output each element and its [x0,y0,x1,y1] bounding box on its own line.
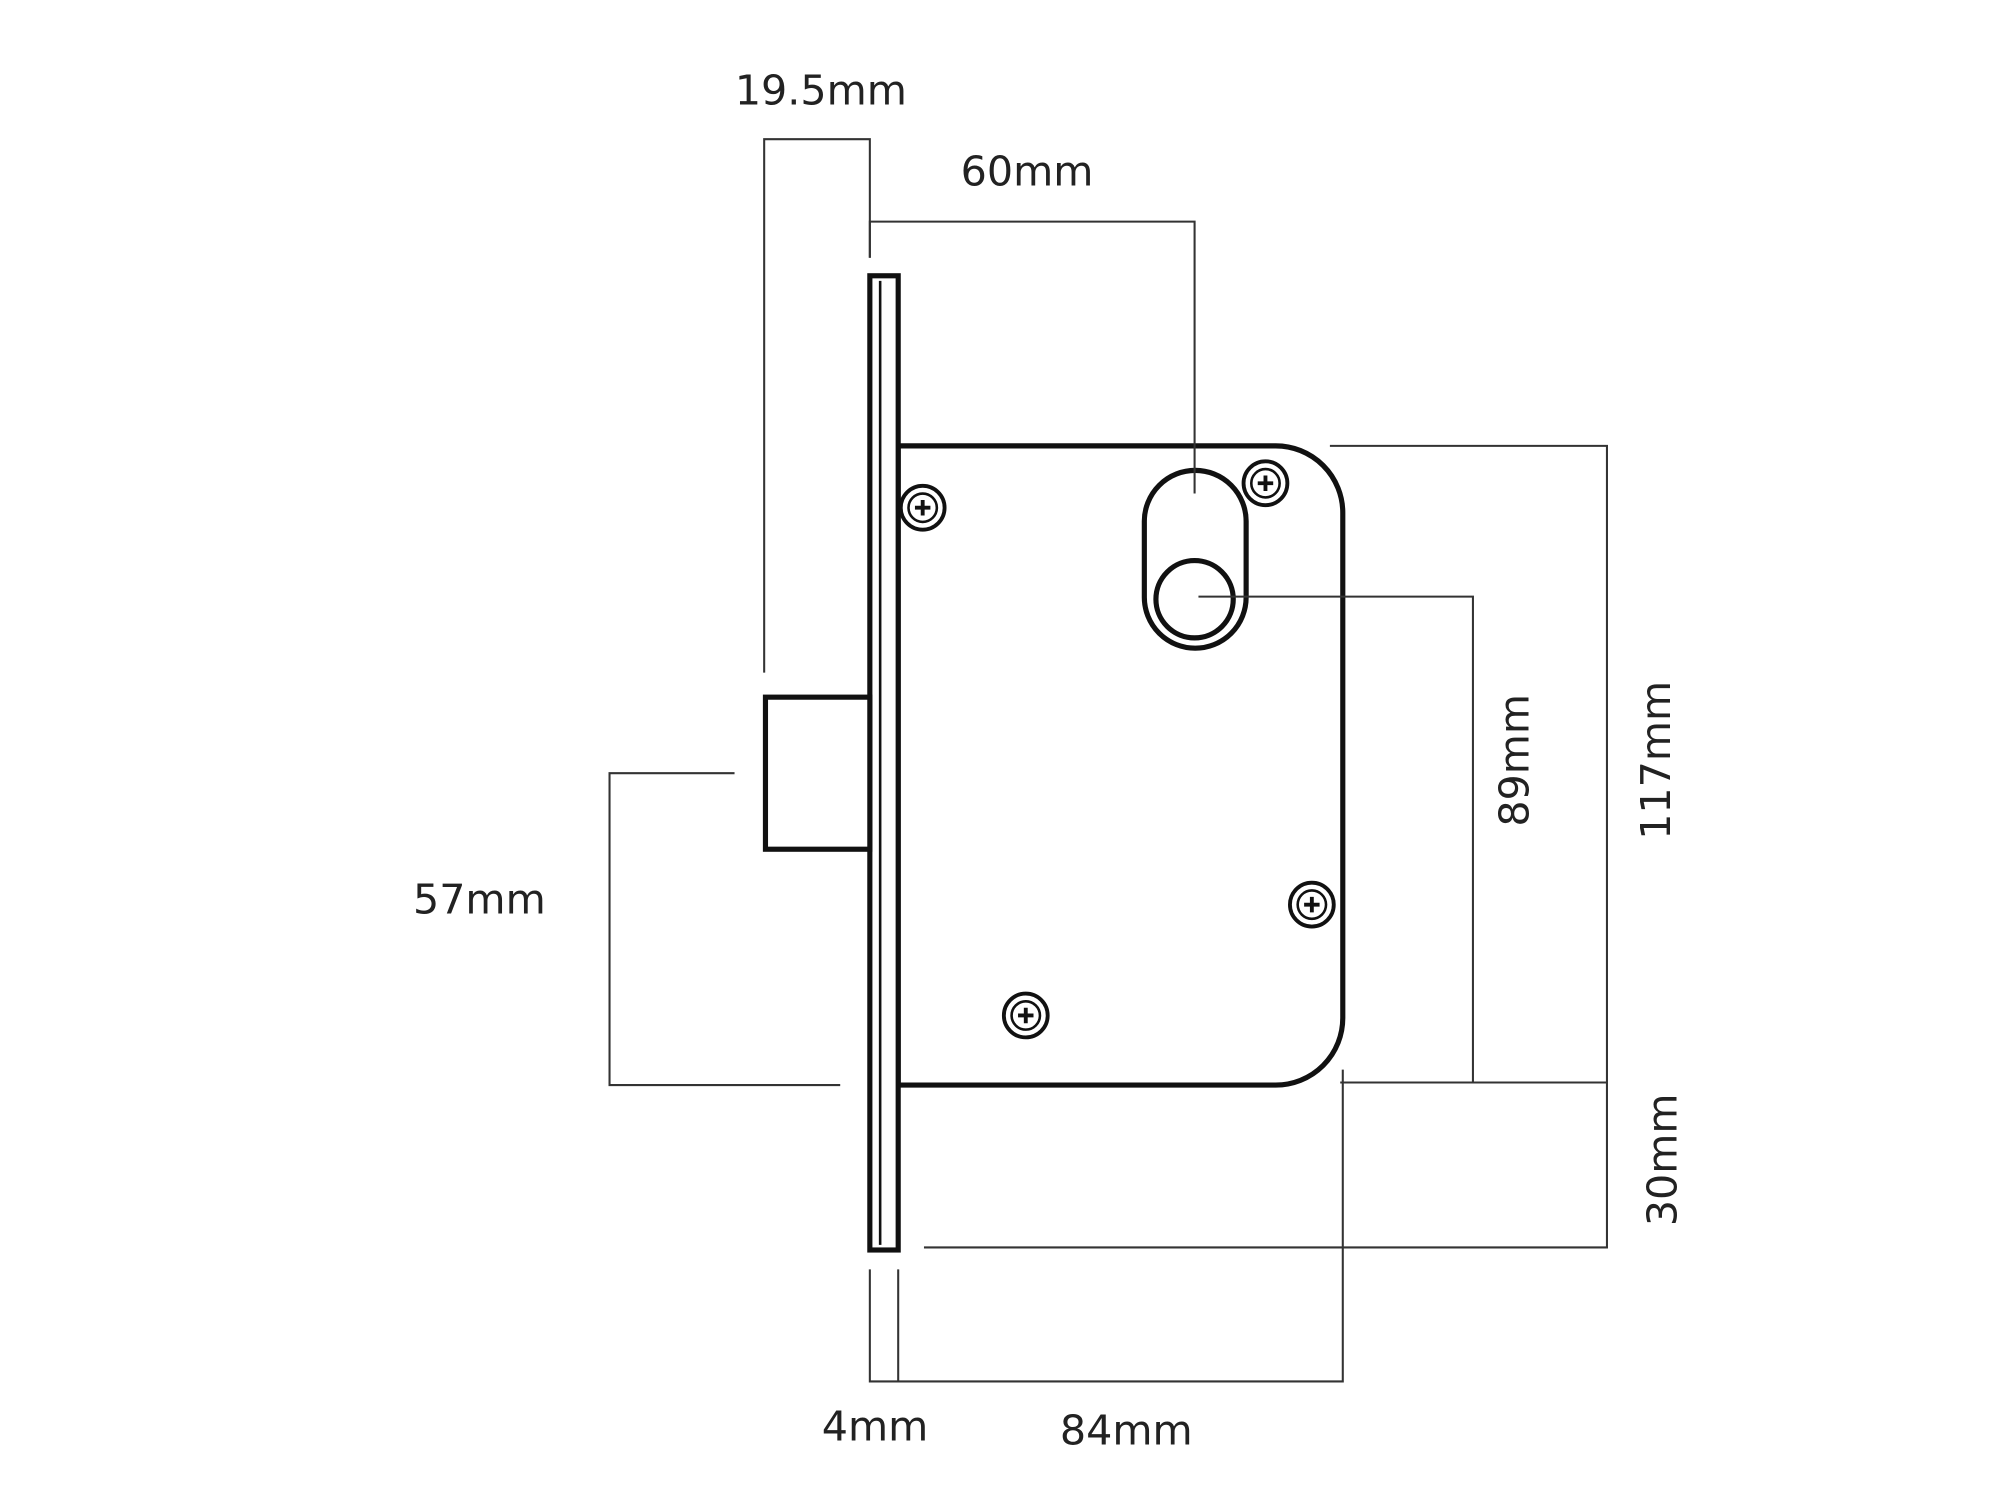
lock-body [895,443,1346,1088]
screw-icon [1288,880,1336,929]
dim-line-57 [608,772,841,1087]
label-117mm: 117mm [1632,681,1680,840]
cylinder-slot [1141,467,1249,651]
dim-line-19-5 [763,138,871,673]
dim-line-117 [923,444,1608,1249]
screws [898,459,1336,1040]
label-30mm: 30mm [1639,1093,1687,1226]
screw-icon [1241,459,1290,508]
dim-line-4-84 [868,1069,1344,1383]
label-60mm: 60mm [961,148,1094,196]
label-4mm: 4mm [822,1403,929,1451]
dim-line-60 [868,220,1196,494]
latch-bolt [762,694,873,852]
label-19-5mm: 19.5mm [735,66,907,114]
screw-icon [1001,991,1050,1040]
dim-line-89 [1198,595,1607,1084]
screw-icon [898,483,947,532]
label-57mm: 57mm [413,876,546,924]
label-84mm: 84mm [1060,1407,1193,1455]
label-89mm: 89mm [1490,694,1538,827]
faceplate [867,273,901,1253]
